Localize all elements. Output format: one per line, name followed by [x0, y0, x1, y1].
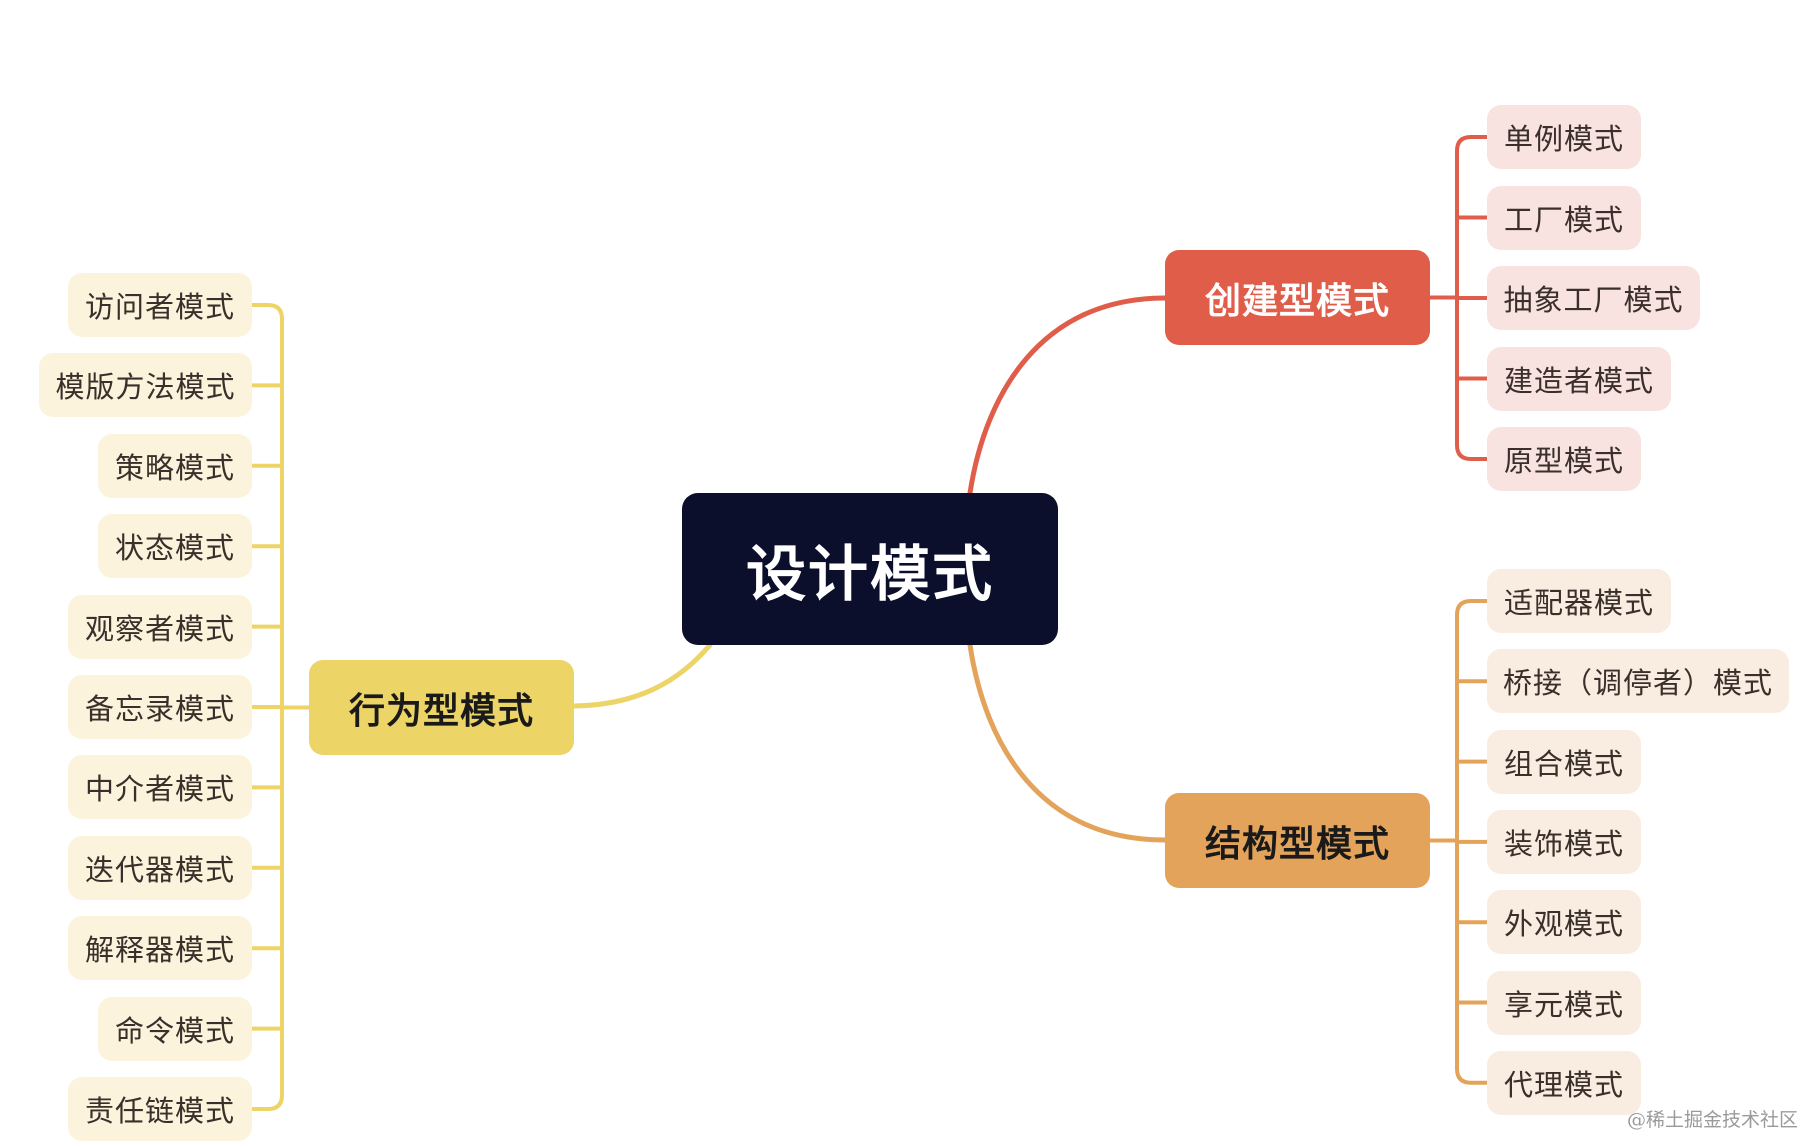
connector-line: [250, 303, 284, 321]
connector-line: [1455, 443, 1489, 461]
leaf-structural-1[interactable]: 桥接（调停者）模式: [1487, 649, 1789, 714]
leaf-structural-0[interactable]: 适配器模式: [1487, 569, 1671, 633]
leaf-behavioral-10[interactable]: 责任链模式: [68, 1077, 252, 1141]
branch-structural-patterns[interactable]: 结构型模式: [1165, 793, 1430, 888]
connector-line: [967, 642, 1168, 843]
leaf-structural-4[interactable]: 外观模式: [1487, 890, 1641, 955]
leaf-behavioral-2[interactable]: 策略模式: [98, 433, 252, 498]
leaf-creational-3[interactable]: 建造者模式: [1487, 346, 1671, 411]
leaf-behavioral-7[interactable]: 迭代器模式: [68, 835, 252, 900]
watermark: @稀土掘金技术社区: [1626, 1109, 1798, 1131]
root-node-design-patterns[interactable]: 设计模式: [682, 493, 1058, 645]
leaf-structural-5[interactable]: 享元模式: [1487, 970, 1641, 1035]
leaf-structural-3[interactable]: 装饰模式: [1487, 809, 1641, 874]
leaf-behavioral-4[interactable]: 观察者模式: [68, 594, 252, 659]
connector-line: [1455, 1066, 1489, 1085]
connector-line: [967, 295, 1168, 496]
leaf-structural-6[interactable]: 代理模式: [1487, 1050, 1641, 1115]
connector-line: [571, 642, 713, 709]
leaf-creational-0[interactable]: 单例模式: [1487, 105, 1641, 169]
leaf-creational-4[interactable]: 原型模式: [1487, 427, 1641, 491]
leaf-behavioral-6[interactable]: 中介者模式: [68, 755, 252, 820]
branch-creational-patterns[interactable]: 创建型模式: [1165, 250, 1430, 345]
branch-behavioral-patterns[interactable]: 行为型模式: [309, 660, 574, 755]
connector-line: [250, 1093, 284, 1111]
leaf-behavioral-1[interactable]: 模版方法模式: [39, 353, 252, 418]
leaf-behavioral-8[interactable]: 解释器模式: [68, 916, 252, 981]
leaf-creational-1[interactable]: 工厂模式: [1487, 185, 1641, 250]
connector-line: [1455, 599, 1489, 617]
leaf-behavioral-3[interactable]: 状态模式: [98, 514, 252, 579]
leaf-behavioral-5[interactable]: 备忘录模式: [68, 675, 252, 739]
leaf-structural-2[interactable]: 组合模式: [1487, 729, 1641, 794]
leaf-behavioral-9[interactable]: 命令模式: [98, 996, 252, 1061]
connector-line: [1455, 135, 1489, 153]
leaf-behavioral-0[interactable]: 访问者模式: [68, 273, 252, 337]
leaf-creational-2[interactable]: 抽象工厂模式: [1487, 266, 1700, 330]
